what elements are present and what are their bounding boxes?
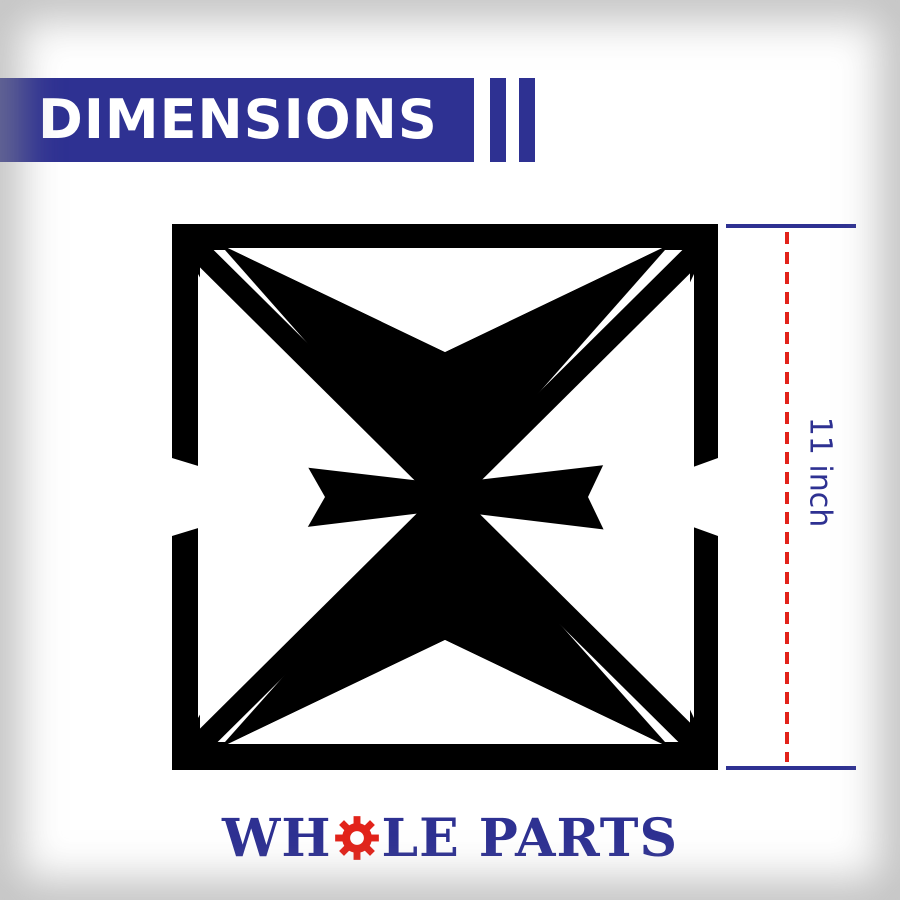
brand-text-start: WH [221, 807, 332, 869]
grate-rib [188, 240, 708, 756]
dimensions-banner [0, 78, 474, 162]
gear-icon [334, 816, 379, 860]
banner-title: DIMENSIONS [38, 88, 438, 151]
banner-stripe [490, 78, 506, 162]
banner-stripe [519, 78, 535, 162]
dimension-label: 11 inch [802, 416, 838, 528]
brand-text-end: LE PARTS [381, 807, 679, 869]
brand-logo: WH LE PARTS [0, 806, 900, 870]
dimension-guide [726, 224, 856, 770]
